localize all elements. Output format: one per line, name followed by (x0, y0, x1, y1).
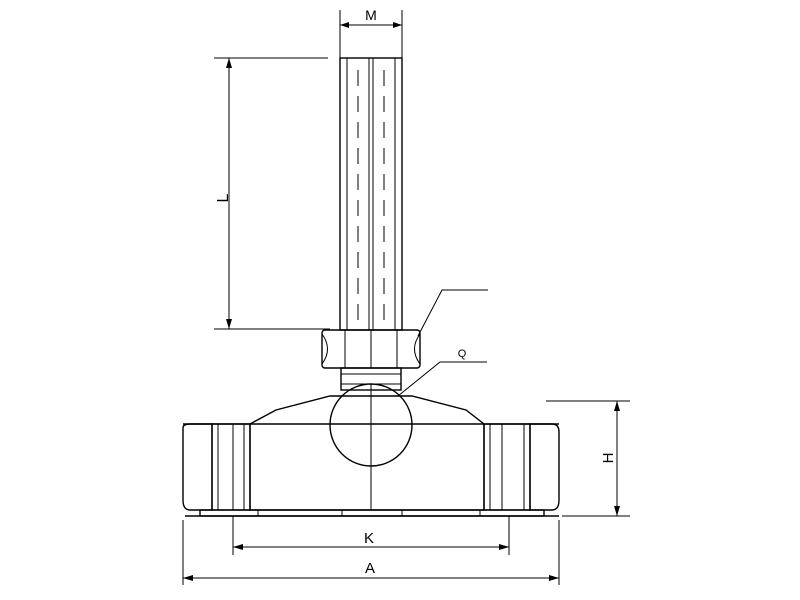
label-k: K (364, 530, 374, 547)
label-l: L (215, 193, 232, 202)
anti-slip-pad (185, 509, 559, 517)
dimension-m: M (339, 7, 403, 58)
label-a: A (365, 560, 375, 577)
dimension-l: L (214, 57, 330, 330)
hex-nut (321, 329, 421, 369)
nut-leader (417, 289, 488, 337)
dimension-h: H (546, 400, 630, 517)
label-h: H (600, 453, 617, 464)
label-q: Q (458, 348, 467, 360)
label-m: M (365, 7, 377, 23)
dimension-k: K (232, 516, 510, 555)
threaded-stud (339, 57, 403, 331)
dimension-a: A (182, 520, 560, 585)
leader-q: Q (397, 348, 487, 397)
ball-joint (329, 383, 413, 510)
